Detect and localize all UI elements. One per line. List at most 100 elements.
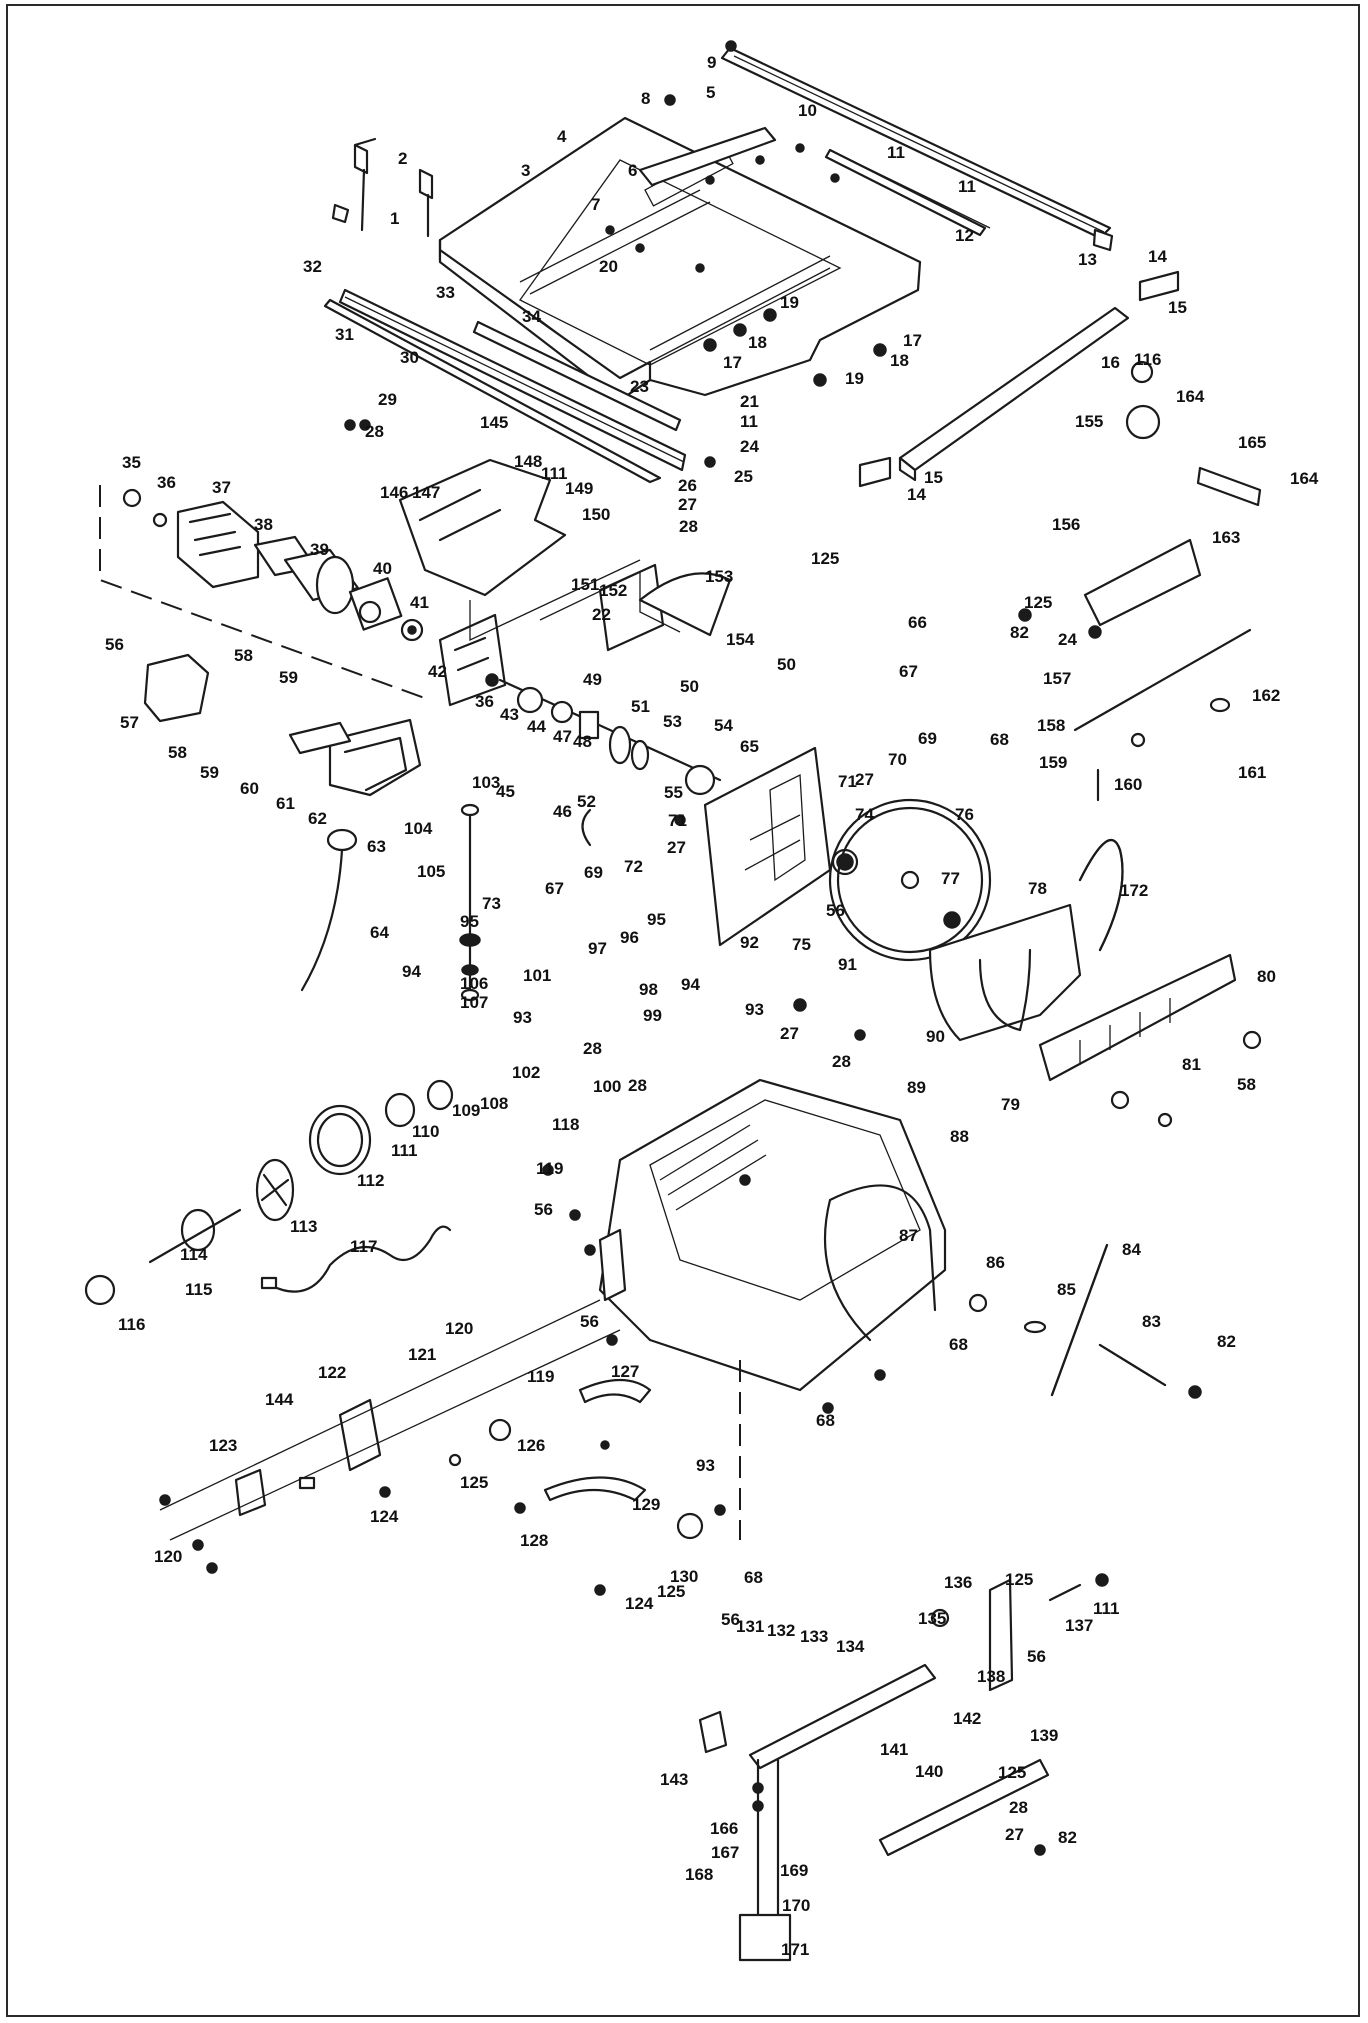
- part-callout-145: 145: [480, 413, 508, 432]
- part-callout-15: 15: [924, 468, 943, 487]
- part-callout-120: 120: [154, 1547, 182, 1566]
- part-callout-67: 67: [899, 662, 918, 681]
- part-callout-127: 127: [611, 1362, 639, 1381]
- part-callout-82: 82: [1217, 1332, 1236, 1351]
- part-callout-171: 171: [781, 1940, 809, 1959]
- part-callout-42: 42: [428, 662, 447, 681]
- part-callout-73: 73: [482, 894, 501, 913]
- part-callout-154: 154: [726, 630, 755, 649]
- part-callout-48: 48: [573, 732, 592, 751]
- part-callout-27: 27: [678, 495, 697, 514]
- part-callout-72: 72: [624, 857, 643, 876]
- part-callout-111: 111: [541, 464, 568, 483]
- part-callout-74: 74: [855, 805, 874, 824]
- part-callout-24: 24: [1058, 630, 1077, 649]
- part-callout-76: 76: [955, 805, 974, 824]
- part-callout-2: 2: [398, 149, 407, 168]
- part-callout-18: 18: [890, 351, 909, 370]
- part-callout-14: 14: [907, 485, 926, 504]
- part-callout-77: 77: [941, 869, 960, 888]
- part-callout-116: 116: [1134, 350, 1161, 369]
- part-callout-103: 103: [472, 773, 500, 792]
- part-callout-27: 27: [1005, 1825, 1024, 1844]
- part-callout-143: 143: [660, 1770, 688, 1789]
- part-callout-54: 54: [714, 716, 733, 735]
- part-callout-27: 27: [780, 1024, 799, 1043]
- part-callout-150: 150: [582, 505, 610, 524]
- part-callout-78: 78: [1028, 879, 1047, 898]
- part-callout-11: 11: [958, 177, 976, 196]
- part-callout-21: 21: [740, 392, 759, 411]
- part-callout-130: 130: [670, 1567, 698, 1586]
- part-callout-26: 26: [678, 476, 697, 495]
- switch-box: [159, 1299, 621, 1541]
- part-callout-107: 107: [460, 993, 488, 1012]
- front-rip-rail: [720, 40, 1114, 252]
- part-callout-99: 99: [643, 1006, 662, 1025]
- part-callout-153: 153: [705, 567, 733, 586]
- part-callout-124: 124: [625, 1594, 654, 1613]
- part-callout-8: 8: [641, 89, 650, 108]
- part-callout-85: 85: [1057, 1280, 1076, 1299]
- part-callout-53: 53: [663, 712, 682, 731]
- dust-hose: [1078, 839, 1124, 952]
- part-callout-168: 168: [685, 1865, 713, 1884]
- part-callout-58: 58: [1237, 1075, 1256, 1094]
- part-callout-36: 36: [157, 473, 176, 492]
- part-callout-125: 125: [460, 1473, 488, 1492]
- part-callout-39: 39: [310, 540, 329, 559]
- part-callout-11: 11: [887, 143, 905, 162]
- part-callout-148: 148: [514, 452, 542, 471]
- part-callout-117: 117: [350, 1237, 377, 1256]
- bevel-levers: [968, 1243, 1202, 1399]
- fasteners: [159, 94, 1102, 1856]
- part-callout-56: 56: [105, 635, 124, 654]
- part-callout-14: 14: [1148, 247, 1167, 266]
- part-callout-38: 38: [254, 515, 273, 534]
- part-callout-125: 125: [998, 1763, 1026, 1782]
- rear-rail: [323, 203, 687, 484]
- part-callout-62: 62: [308, 809, 327, 828]
- part-callout-5: 5: [706, 83, 715, 102]
- part-callout-157: 157: [1043, 669, 1071, 688]
- part-callout-139: 139: [1030, 1726, 1058, 1745]
- part-callout-70: 70: [888, 750, 907, 769]
- part-callout-50: 50: [777, 655, 796, 674]
- part-callout-142: 142: [953, 1709, 981, 1728]
- part-callout-102: 102: [512, 1063, 540, 1082]
- part-callout-13: 13: [1078, 250, 1097, 269]
- part-callout-1: 1: [390, 209, 399, 228]
- motor-assembly: [122, 488, 424, 642]
- part-callout-41: 41: [410, 593, 429, 612]
- part-callout-9: 9: [707, 53, 716, 72]
- part-callout-125: 125: [1024, 593, 1052, 612]
- miter-gauge: [1073, 360, 1262, 802]
- part-callout-18: 18: [748, 333, 767, 352]
- part-callout-17: 17: [723, 353, 742, 372]
- assembly-guide-lines: [99, 485, 741, 1540]
- part-callout-60: 60: [240, 779, 259, 798]
- part-callout-84: 84: [1122, 1240, 1141, 1259]
- part-callout-20: 20: [599, 257, 618, 276]
- part-callout-118: 118: [552, 1115, 579, 1134]
- part-callout-98: 98: [639, 980, 658, 999]
- part-callout-126: 126: [517, 1436, 545, 1455]
- part-callout-95: 95: [460, 912, 479, 931]
- arbor-bracket: [703, 746, 832, 947]
- part-callout-27: 27: [667, 838, 686, 857]
- part-callout-121: 121: [408, 1345, 436, 1364]
- part-callout-30: 30: [400, 348, 419, 367]
- part-callout-93: 93: [745, 1000, 764, 1019]
- part-callout-131: 131: [736, 1617, 764, 1636]
- power-cord-117: [260, 1225, 452, 1293]
- part-callout-91: 91: [838, 955, 857, 974]
- part-callout-56: 56: [721, 1610, 740, 1629]
- part-callout-81: 81: [1182, 1055, 1201, 1074]
- part-callout-152: 152: [599, 581, 627, 600]
- part-callout-6: 6: [628, 161, 637, 180]
- part-callout-172: 172: [1120, 881, 1148, 900]
- part-callout-55: 55: [664, 783, 683, 802]
- part-callout-129: 129: [632, 1495, 660, 1514]
- part-callout-140: 140: [915, 1762, 943, 1781]
